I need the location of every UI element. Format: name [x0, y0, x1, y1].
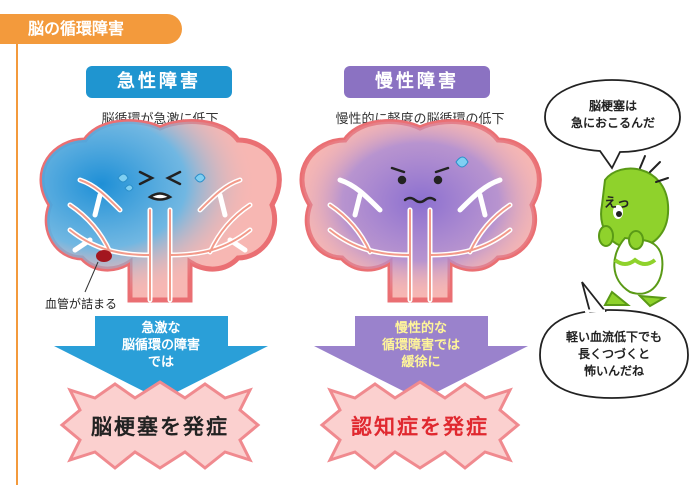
sweat-icon	[455, 156, 469, 168]
bubble-bottom-text: 軽い血流低下でも 長くつづくと 怖いんだね	[548, 329, 680, 380]
chronic-arrow-text: 慢性的な 循環障害では 緩徐に	[360, 320, 482, 371]
bubble-bottom-line-2: 長くつづくと	[577, 347, 650, 361]
chronic-brain	[299, 119, 542, 303]
bubble-bottom	[539, 309, 689, 399]
chronic-result-burst	[319, 380, 521, 470]
bubble-top-line-1: 脳梗塞は	[588, 99, 637, 113]
bubble-bottom-line-1: 軽い血流低下でも	[565, 330, 662, 344]
acute-arrow-text: 急激な 脳循環の障害 では	[100, 320, 222, 371]
clot-label: 血管が詰まる	[45, 297, 118, 311]
chronic-title-pill: 慢性障害	[344, 66, 490, 98]
bubble-top-line-2: 急におこるんだ	[570, 116, 655, 130]
acute-arrow-line-1: 急激な	[141, 321, 181, 336]
chronic-arrow-line-3: 緩徐に	[401, 355, 441, 370]
bubble-top	[544, 79, 681, 170]
clot-icon	[96, 250, 112, 262]
acute-title-pill: 急性障害	[86, 66, 232, 98]
acute-result: 脳梗塞を発症	[91, 415, 229, 439]
acute-brain	[39, 119, 282, 303]
chronic-face-icon	[390, 166, 450, 204]
acute-arrow-line-3: では	[147, 355, 174, 370]
acute-face-icon	[138, 170, 182, 201]
chronic-arrow-line-1: 慢性的な	[394, 321, 447, 336]
header-tab: 脳の循環障害	[0, 14, 182, 44]
acute-arrow-line-2: 脳循環の障害	[121, 338, 200, 353]
chronic-arrow-line-2: 循環障害では	[381, 338, 460, 353]
acute-arrow	[54, 316, 268, 400]
header-dot	[12, 24, 22, 34]
tear-icon	[117, 173, 206, 192]
acute-result-burst	[59, 380, 261, 470]
chronic-arrow	[314, 316, 528, 400]
bubble-bottom-line-3: 怖いんだね	[583, 364, 644, 378]
bubble-top-text: 脳梗塞は 急におこるんだ	[553, 98, 673, 132]
header-line	[16, 30, 18, 485]
mascot-icon	[598, 155, 670, 308]
mascot-exclaim: えっ	[604, 196, 631, 211]
chronic-result: 認知症を発症	[351, 415, 489, 439]
